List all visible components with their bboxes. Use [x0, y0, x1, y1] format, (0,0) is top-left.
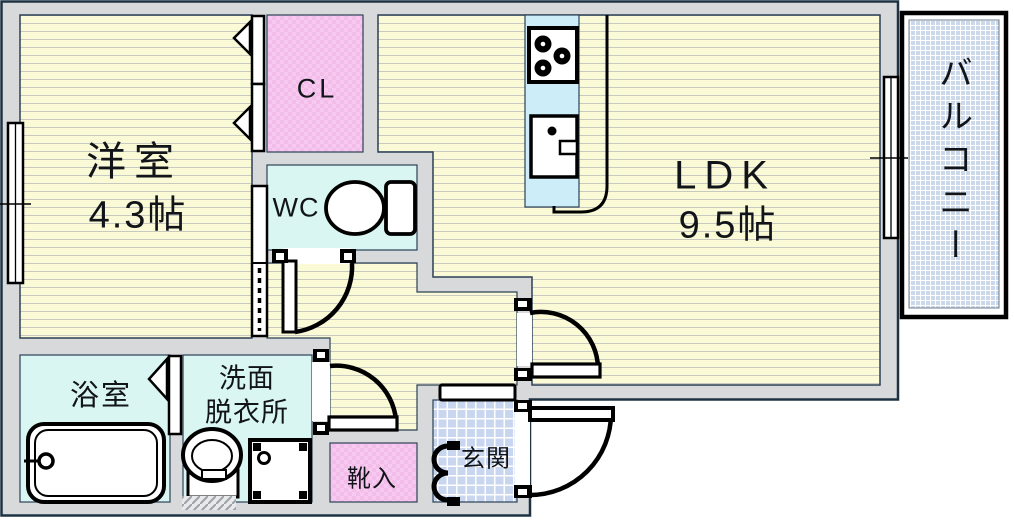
bathroom-label: 浴室: [69, 380, 133, 412]
balcony-label: バルコニー: [933, 55, 972, 270]
hatched-sill: [182, 496, 236, 510]
balcony-area: [899, 10, 1009, 320]
toilet-icon: [324, 180, 417, 236]
room-western: [19, 14, 253, 339]
room-closet: [266, 14, 364, 153]
sliding-door: [250, 184, 269, 338]
closet-label: CL: [296, 73, 338, 104]
wc-door-opening: [283, 248, 351, 264]
ldk-size: 9.5帖: [678, 204, 778, 247]
entrance-step: [438, 383, 517, 402]
kitchen-sink-icon: [529, 114, 579, 179]
western-room-size: 4.3帖: [88, 194, 188, 237]
washbasin-icon: [181, 427, 243, 499]
room-shoe-cabinet: [329, 442, 418, 503]
front-door: [514, 400, 615, 498]
ldk-door: [514, 298, 602, 381]
washroom-door-opening: [312, 362, 330, 421]
room-ldk: [377, 14, 881, 386]
room-hallway: [266, 262, 518, 431]
wc-door: [272, 249, 356, 335]
room-entrance: [432, 399, 518, 503]
bathtub-icon: [24, 422, 166, 504]
ldk-door-opening: [517, 313, 532, 366]
ldk-label: LDK: [674, 153, 776, 198]
closet-doors: [232, 14, 266, 153]
washroom-label-line1: 洗面: [219, 363, 275, 394]
western-room-label: 洋室: [86, 140, 182, 184]
stove-icon: [527, 26, 579, 84]
bathroom-door: [147, 354, 183, 436]
washroom-door: [313, 349, 399, 435]
shoe-cabinet-label: 靴入: [347, 465, 397, 493]
washer-pan-icon: [248, 438, 312, 504]
window-west: [0, 121, 31, 285]
wc-label: WC: [272, 192, 320, 223]
shoe-cabinet-door: [431, 441, 460, 506]
washroom-label-line2: 脱衣所: [205, 397, 289, 428]
front-door-opening: [515, 411, 530, 496]
window-balcony: [870, 75, 908, 240]
entrance-label: 玄関: [461, 445, 511, 473]
